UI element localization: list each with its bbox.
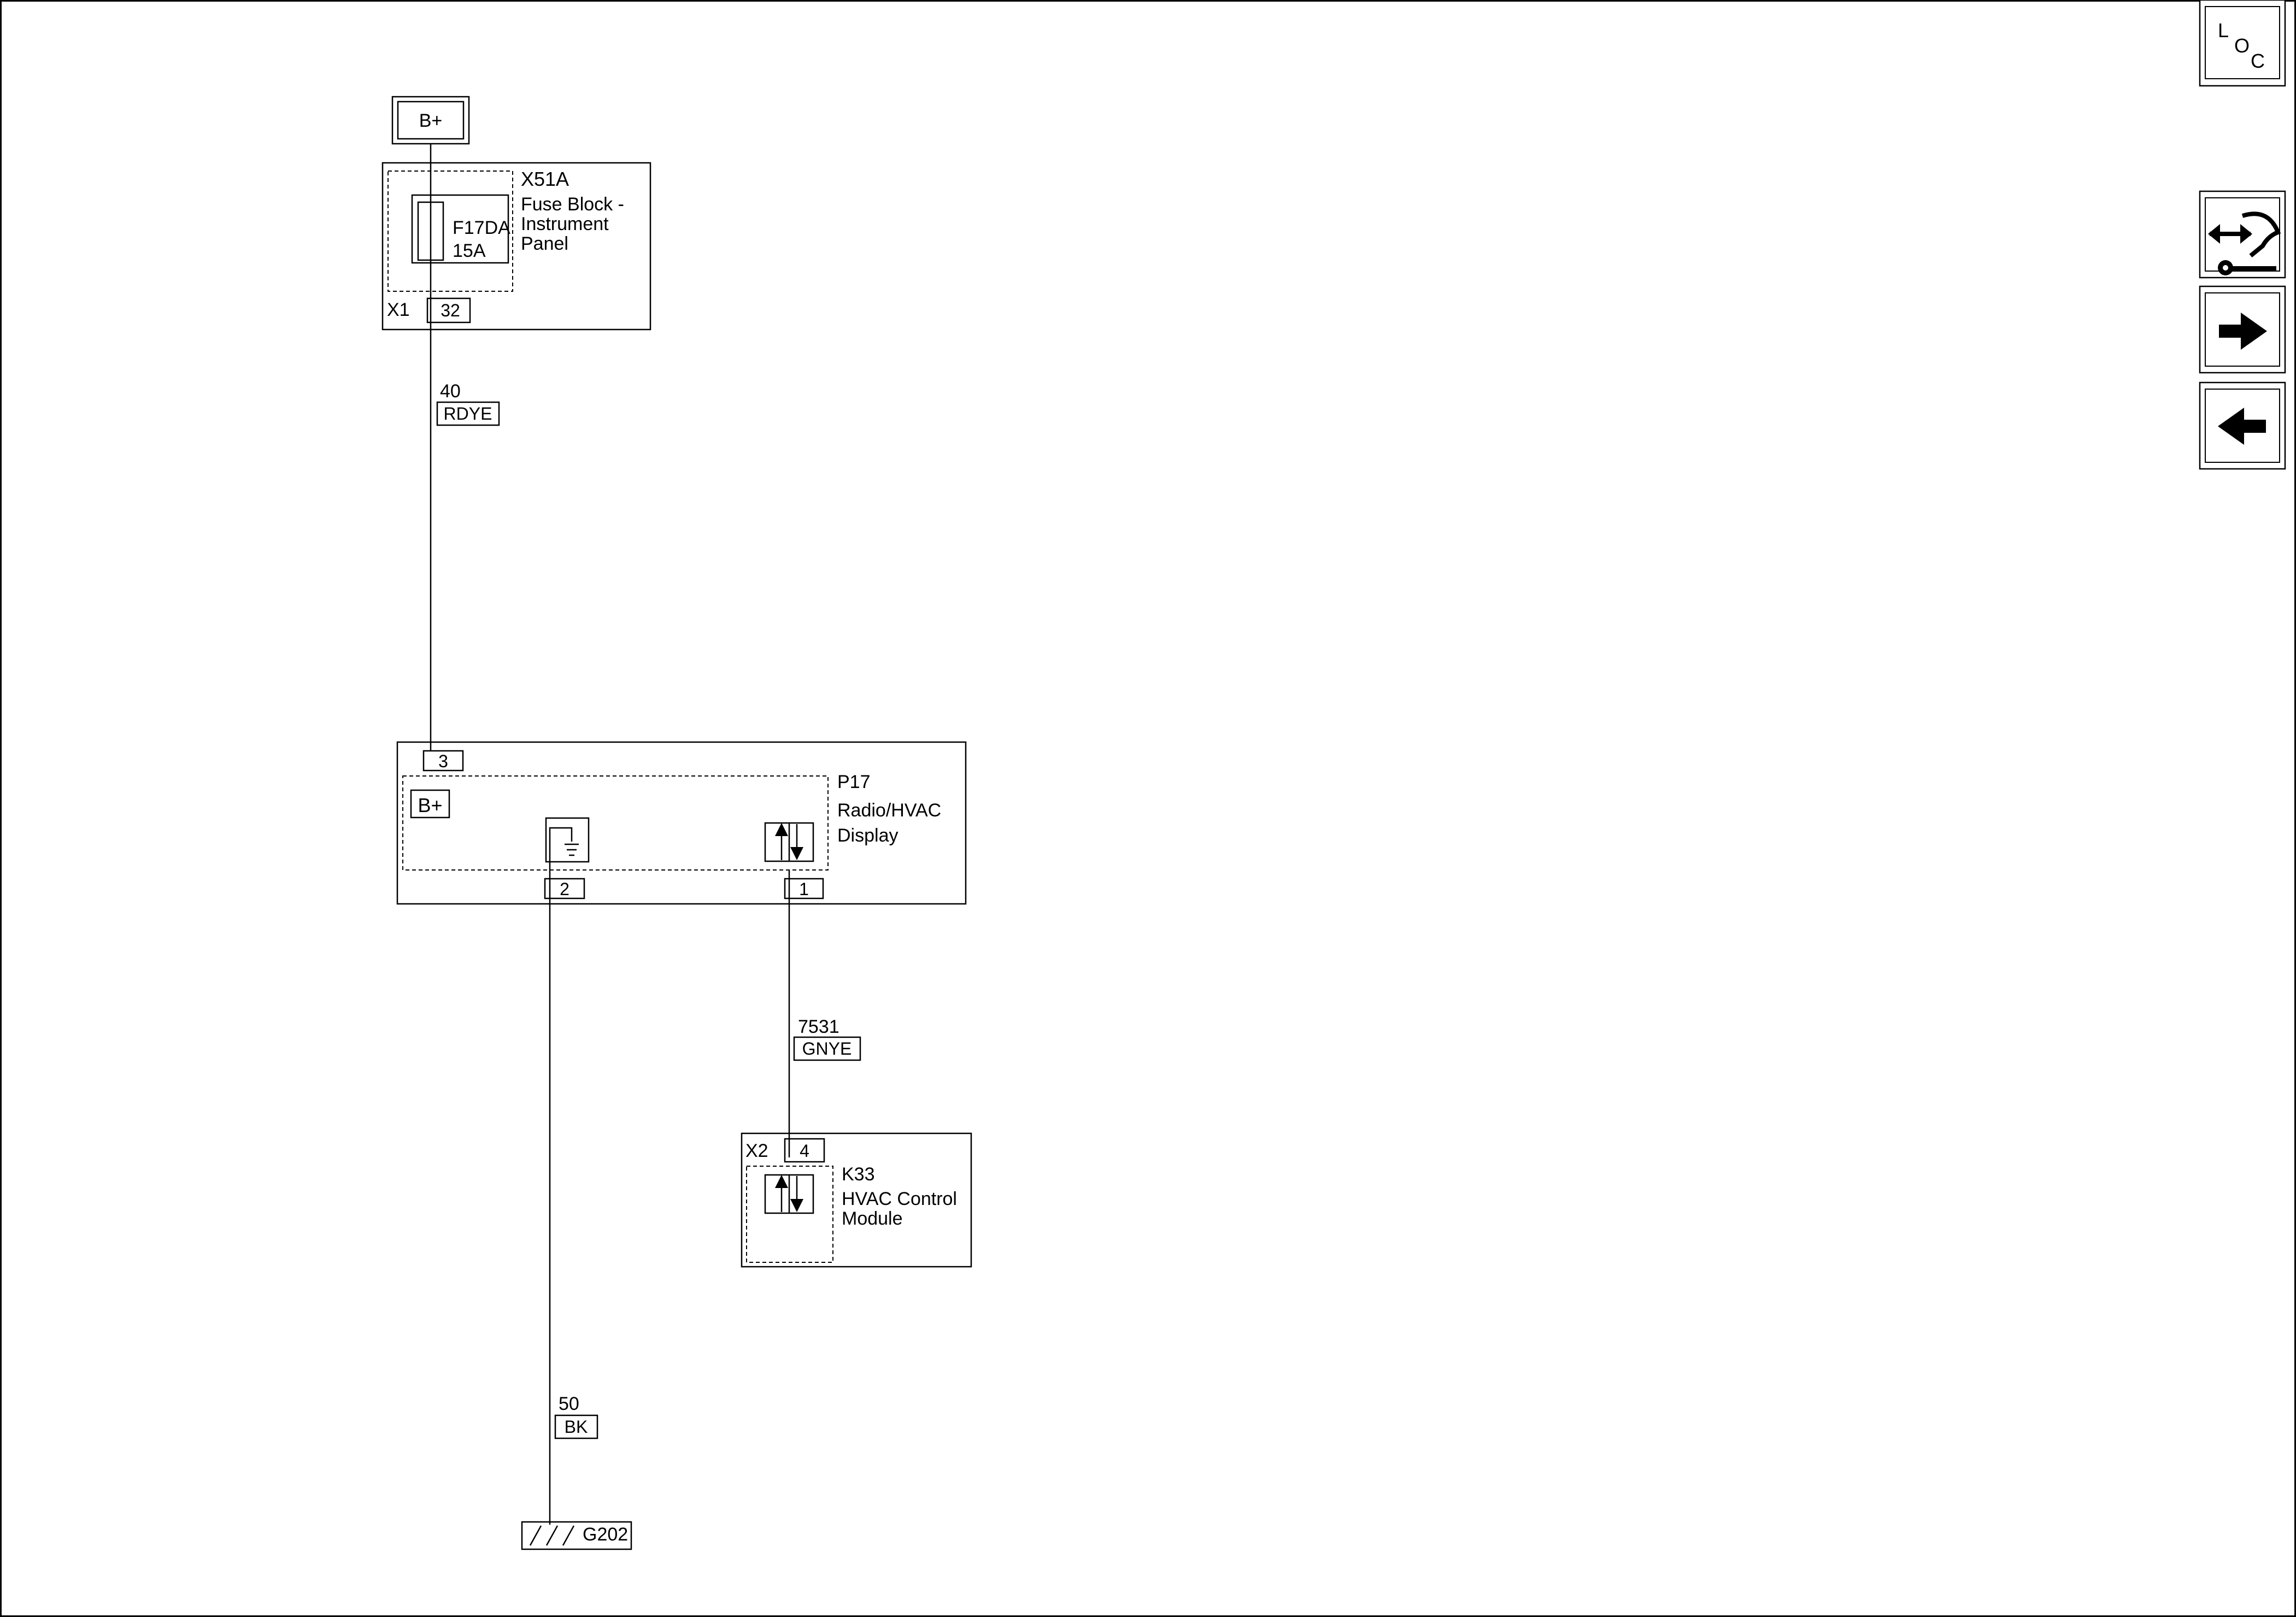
ground-id: G202 [583, 1524, 628, 1545]
arrow-left-icon [2218, 408, 2266, 445]
loc-letter-c: C [2251, 50, 2265, 72]
loc-letter-l: L [2218, 19, 2229, 42]
wire-data-color: GNYE [802, 1039, 852, 1059]
hvac-control-module-k33: X2 4 K33 HVAC Control Module [741, 1132, 972, 1268]
hvac-pin-box [784, 1138, 825, 1163]
wire-power-color-box [436, 401, 500, 426]
connector-repair-button[interactable] [2199, 190, 2286, 279]
power-source-b-plus: B+ [391, 96, 470, 145]
hvac-name-1: HVAC Control [842, 1189, 957, 1209]
next-page-button[interactable] [2199, 285, 2286, 374]
wire-power-circuit: 40 [440, 381, 461, 402]
radio-power-pin-box [422, 750, 464, 772]
power-source-label: B+ [419, 110, 443, 131]
wire-ground-color-box [554, 1414, 598, 1439]
hvac-pin: 4 [800, 1141, 809, 1161]
ground-g202: G202 [521, 1521, 632, 1550]
hvac-connector: X2 [745, 1140, 768, 1161]
radio-hvac-display-p17: 3 B+ 2 1 P17 Radio/HVAC Display [396, 741, 967, 905]
radio-power-pin: 3 [438, 751, 448, 771]
previous-page-button[interactable] [2199, 381, 2286, 470]
connector-repair-icon [2208, 211, 2281, 275]
hvac-name-2: Module [842, 1208, 903, 1229]
wire-ground-circuit: 50 [559, 1393, 579, 1414]
data-bidirectional-icon [764, 822, 814, 862]
radio-id: P17 [837, 772, 871, 792]
radio-name-2: Display [837, 825, 898, 846]
radio-data-pin: 1 [799, 879, 809, 899]
fuse-block-x51a: F17DA 15A X51A Fuse Block - Instrument P… [381, 162, 651, 331]
internal-ground-icon [545, 817, 590, 893]
fuse-block-name-3: Panel [521, 233, 568, 254]
radio-name-1: Radio/HVAC [837, 800, 941, 821]
radio-internal-power-label: B+ [418, 794, 442, 816]
wire-data-circuit: 7531 [798, 1016, 839, 1037]
fuse-block-connector: X1 [387, 299, 410, 320]
wire-power-color: RDYE [444, 404, 492, 424]
loc-letter-o: O [2234, 34, 2250, 57]
fuse-id: F17DA [453, 217, 510, 238]
radio-ground-pin-box [544, 878, 585, 899]
radio-ground-pin: 2 [560, 879, 569, 899]
fuse-block-name-2: Instrument [521, 214, 609, 234]
fuse-block-id: X51A [521, 168, 569, 190]
fuse-block-pin-box [426, 297, 471, 324]
fuse-rating: 15A [453, 240, 486, 261]
hvac-data-bidirectional-icon [764, 1174, 814, 1214]
arrow-right-icon [2219, 313, 2267, 350]
fuse-block-pin: 32 [441, 301, 460, 320]
wire-data-color-box [793, 1036, 861, 1061]
hvac-id: K33 [842, 1164, 875, 1185]
fuse-block-name-1: Fuse Block - [521, 194, 624, 215]
wire-ground-color: BK [565, 1417, 588, 1437]
radio-data-pin-box [784, 878, 824, 899]
location-button[interactable]: L O C [2199, 0, 2286, 87]
